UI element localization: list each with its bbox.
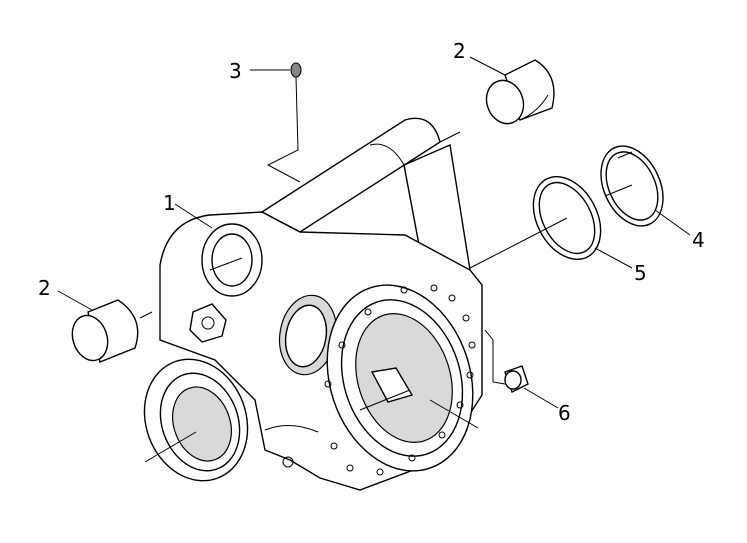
part-3-grease-nipple bbox=[250, 62, 302, 183]
part-6-plug-screw bbox=[484, 329, 559, 409]
callout-1: 1 bbox=[163, 191, 176, 215]
callout-6: 6 bbox=[558, 401, 571, 425]
callout-2-upper: 2 bbox=[453, 39, 466, 63]
callout-3: 3 bbox=[229, 59, 242, 83]
part-4-snap-ring bbox=[600, 145, 691, 236]
callout-2-lower: 2 bbox=[38, 276, 51, 300]
part-5-seal-ring bbox=[469, 175, 633, 269]
callout-5: 5 bbox=[634, 261, 647, 285]
callout-labels: 3 2 1 2 4 5 6 bbox=[38, 39, 705, 425]
part-1-housing bbox=[143, 117, 483, 491]
part-2-lower-bushing bbox=[57, 290, 153, 363]
part-2-upper-bushing bbox=[469, 56, 555, 125]
callout-4: 4 bbox=[692, 228, 705, 252]
